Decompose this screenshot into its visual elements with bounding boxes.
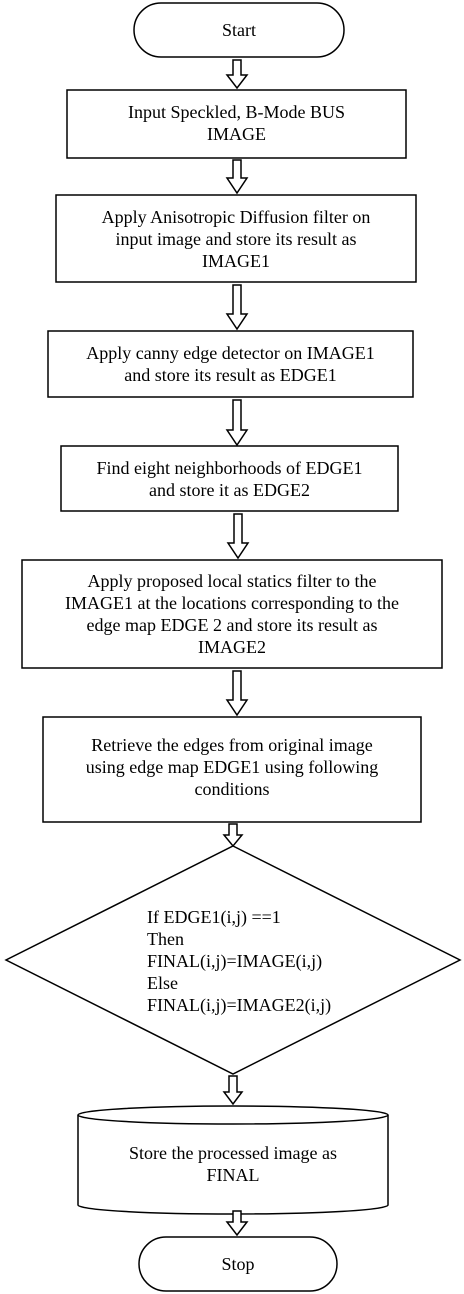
- retrieve-line-3: conditions: [194, 779, 270, 799]
- arrow-store-to-stop: [225, 1210, 249, 1237]
- input-box: [66, 89, 407, 159]
- decision-line-2: Then: [147, 929, 184, 949]
- decision-line-4: Else: [147, 973, 178, 993]
- store-line-2: FINAL: [206, 1165, 260, 1185]
- anisotropic-line-2: input image and store its result as: [115, 229, 357, 249]
- neighborhood-line-1: Find eight neighborhoods of EDGE1: [96, 458, 363, 478]
- store-label: Store the processed image as FINAL: [78, 1142, 388, 1186]
- retrieve-box: [42, 716, 422, 823]
- stop-terminator: [138, 1236, 338, 1292]
- local-statics-line-2: IMAGE1 at the locations corresponding to…: [65, 593, 399, 613]
- anisotropic-line-1: Apply Anisotropic Diffusion filter on: [101, 207, 371, 227]
- neighborhood-box: [60, 445, 399, 512]
- input-line-2: IMAGE: [207, 124, 266, 144]
- local-statics-label: Apply proposed local statics filter to t…: [22, 570, 442, 658]
- local-statics-box: [21, 559, 443, 669]
- local-statics-line-1: Apply proposed local statics filter to t…: [87, 571, 377, 591]
- neighborhood-label: Find eight neighborhoods of EDGE1 and st…: [61, 457, 398, 501]
- arrow-start-to-input: [225, 59, 249, 90]
- store-cylinder: [77, 1105, 389, 1215]
- decision-diamond: [4, 845, 462, 1075]
- decision-line-5: FINAL(i,j)=IMAGE2(i,j): [147, 995, 332, 1015]
- arrow-local-statics-to-retrieve: [225, 670, 249, 717]
- decision-label: If EDGE1(i,j) ==1 Then FINAL(i,j)=IMAGE(…: [147, 906, 367, 1016]
- stop-label: Stop: [221, 1254, 255, 1274]
- local-statics-line-4: IMAGE2: [198, 637, 266, 657]
- anisotropic-box: [55, 194, 417, 283]
- retrieve-label: Retrieve the edges from original image u…: [43, 734, 421, 800]
- retrieve-line-1: Retrieve the edges from original image: [91, 735, 373, 755]
- arrow-decision-to-store: [222, 1075, 244, 1106]
- arrow-anisotropic-to-canny: [225, 284, 249, 331]
- canny-box: [47, 330, 414, 398]
- input-label: Input Speckled, B-Mode BUS IMAGE: [67, 101, 406, 145]
- input-line-1: Input Speckled, B-Mode BUS: [128, 102, 345, 122]
- store-cylinder-top: [77, 1114, 389, 1125]
- anisotropic-label: Apply Anisotropic Diffusion filter on in…: [56, 206, 416, 272]
- start-label: Start: [222, 20, 256, 40]
- decision-line-3: FINAL(i,j)=IMAGE(i,j): [147, 951, 323, 971]
- arrow-canny-to-neighborhood: [225, 399, 249, 447]
- retrieve-line-2: using edge map EDGE1 using following: [85, 757, 379, 777]
- local-statics-line-3: edge map EDGE 2 and store its result as: [86, 615, 378, 635]
- canny-label: Apply canny edge detector on IMAGE1 and …: [48, 342, 413, 386]
- anisotropic-line-3: IMAGE1: [202, 251, 270, 271]
- neighborhood-line-2: and store it as EDGE2: [149, 480, 310, 500]
- canny-line-2: and store its result as EDGE1: [124, 365, 337, 385]
- arrow-retrieve-to-decision: [222, 823, 244, 848]
- canny-line-1: Apply canny edge detector on IMAGE1: [86, 343, 375, 363]
- start-terminator: [133, 2, 345, 58]
- decision-line-1: If EDGE1(i,j) ==1: [147, 907, 281, 927]
- arrow-input-to-anisotropic: [225, 159, 249, 195]
- store-line-1: Store the processed image as: [129, 1143, 337, 1163]
- arrow-neighborhood-to-local-statics: [226, 513, 250, 560]
